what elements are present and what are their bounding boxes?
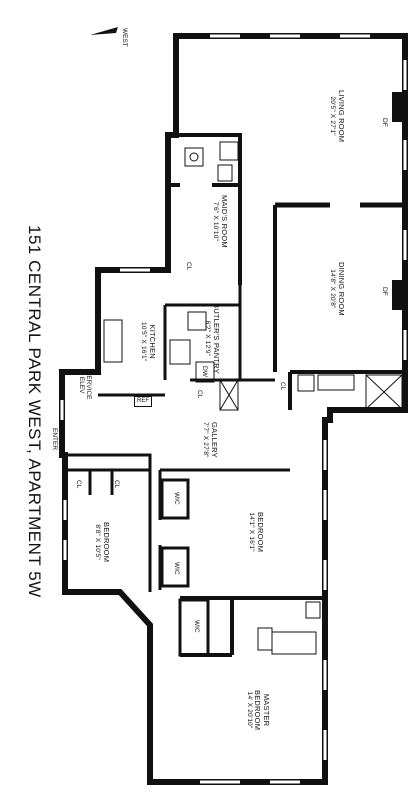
windows — [60, 34, 407, 784]
room-bedroom2: BEDROOM 8'8" X 10'5" — [93, 522, 112, 563]
wall-bay — [118, 590, 152, 627]
room-butlers-name: BUTLER'S PANTRY — [212, 303, 221, 374]
ref-label: REF — [134, 396, 152, 407]
kitchen-sink — [169, 339, 191, 365]
dw-label: DW — [201, 366, 208, 377]
dw-box — [195, 361, 215, 383]
wic-1 — [160, 478, 190, 520]
wall-kitchen-south — [98, 378, 275, 397]
enter-label: ENTER — [51, 428, 58, 451]
toilet-master — [305, 601, 321, 619]
wic-label-3: WIC — [193, 620, 200, 633]
pantry-sink — [187, 311, 207, 331]
shower-dining — [365, 374, 403, 410]
wall-bedroom2 — [62, 453, 152, 592]
sink-master — [257, 627, 273, 651]
room-master-dim: 14' X 20'10" — [246, 691, 253, 729]
room-dining: DINING ROOM 14'8" X 20'8" — [328, 262, 347, 316]
sink-maid-bowl — [189, 152, 199, 162]
room-kitchen-dim: 10'5" X 16'1" — [140, 322, 148, 362]
shower-x — [365, 374, 403, 410]
df-dining: DF — [381, 287, 388, 296]
room-butlers-dim: 6'2" X 12'9" — [204, 320, 212, 357]
wic-label-2: WIC — [173, 562, 180, 575]
toilet-maid — [217, 164, 233, 182]
room-butlers: BUTLER'S PANTRY 6'2" X 12'9" — [203, 303, 222, 374]
room-kitchen: KITCHEN 10'5" X 16'1" — [139, 322, 158, 362]
room-bedroom2-dim: 8'8" X 10'5" — [94, 524, 102, 560]
room-master: MASTER BEDROOM 14' X 20'10" — [245, 690, 271, 730]
wall-bath-dining — [288, 370, 405, 410]
wall-gallery-bedroom — [158, 468, 290, 590]
room-bedroom1-dim: 14'1" X 16'1" — [248, 512, 256, 552]
room-living-name: LIVING ROOM — [337, 90, 346, 143]
cl-entry1: CL — [75, 480, 82, 489]
elev-label: ELEV — [78, 376, 85, 394]
room-bedroom1: BEDROOM 14'1" X 16'1" — [247, 512, 266, 553]
room-maids: MAID'S ROOM 7'6" X 10'10" — [211, 195, 230, 248]
cl-pantry: CL — [196, 390, 203, 399]
sink-dining — [297, 374, 315, 392]
room-maids-dim: 7'6" X 10'10" — [212, 201, 220, 242]
pantry-cabinet — [219, 379, 239, 411]
df-living: DF — [381, 118, 388, 127]
apartment-title: 151 CENTRAL PARK WEST, APARTMENT 5W — [25, 225, 44, 598]
wic-label-1: WIC — [173, 492, 180, 505]
room-master-name2: BEDROOM — [253, 690, 263, 731]
room-bedroom2-name: BEDROOM — [102, 522, 111, 563]
room-gallery-name: GALLERY — [210, 422, 219, 458]
room-bedroom1-name: BEDROOM — [256, 512, 265, 553]
room-living-dim: 20'5" X 27'1" — [329, 96, 337, 136]
cl-maid: CL — [185, 262, 192, 271]
room-dining-name: DINING ROOM — [337, 262, 346, 316]
pantry-x — [219, 379, 239, 411]
wall-maids — [168, 133, 242, 285]
room-living: LIVING ROOM 20'5" X 27'1" — [328, 90, 347, 143]
room-dining-dim: 14'8" X 20'8" — [329, 269, 337, 309]
tub-dining — [317, 374, 355, 391]
cl-dining: CL — [279, 382, 286, 391]
wic-2 — [160, 546, 190, 588]
room-gallery: GALLERY 7'7" X 27'8" — [201, 422, 220, 458]
compass-label: WEST — [121, 28, 128, 47]
shower-maid — [219, 141, 239, 161]
outer-walls — [59, 33, 408, 785]
sink-maid — [184, 147, 204, 167]
cl-entry2: CL — [113, 480, 120, 489]
room-gallery-dim: 7'7" X 27'8" — [202, 422, 210, 458]
room-master-name: MASTER — [262, 693, 271, 727]
wall-pantry — [163, 285, 242, 380]
service-label: SERVICE — [85, 371, 92, 400]
kitchen-range — [103, 319, 123, 363]
fireplace-living — [392, 92, 402, 122]
service-elev: SERVICE ELEV — [78, 371, 92, 399]
room-maids-name: MAID'S ROOM — [220, 195, 229, 248]
tub-master — [271, 631, 317, 655]
compass-arrow-icon — [90, 27, 118, 35]
fireplace-dining — [392, 280, 402, 310]
wall-master-bath — [180, 596, 325, 657]
room-kitchen-name: KITCHEN — [148, 324, 157, 359]
